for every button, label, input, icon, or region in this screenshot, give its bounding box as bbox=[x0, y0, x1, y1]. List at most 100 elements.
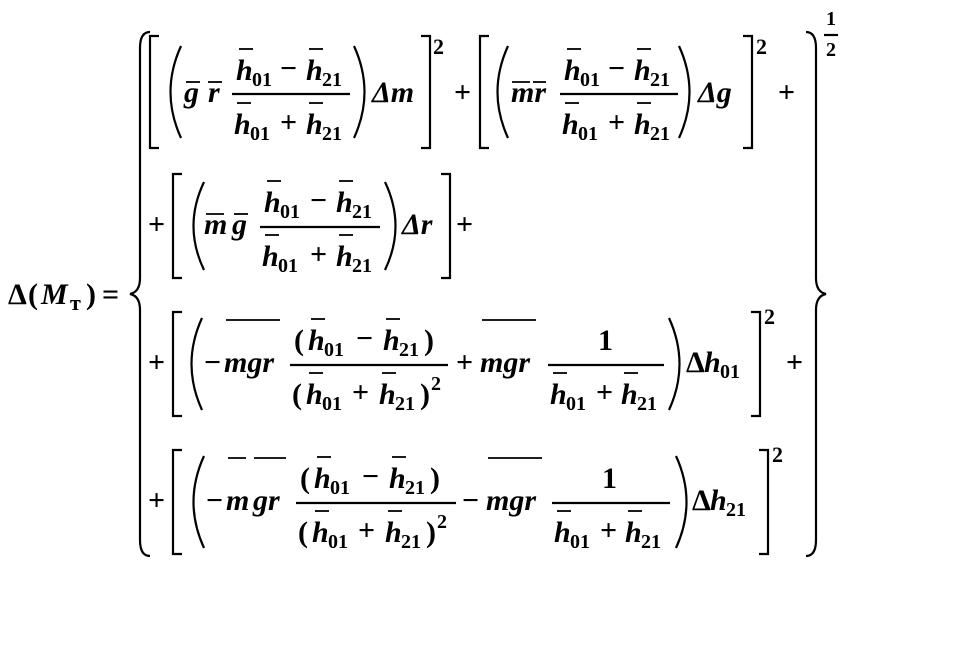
exponent-denominator: 2 bbox=[826, 39, 836, 61]
row3-den-h: h bbox=[306, 378, 323, 411]
row3-right-paren bbox=[667, 317, 681, 411]
right-curly-brace bbox=[805, 30, 827, 558]
row4-one: 1 bbox=[602, 462, 617, 495]
row3b-den-h2: h bbox=[621, 378, 638, 411]
row1-num-sub01: 01 bbox=[252, 69, 272, 91]
row1-trailing-plus: + bbox=[778, 76, 796, 109]
row4b-den-sub01: 01 bbox=[570, 531, 590, 553]
row3-den-h2: h bbox=[379, 378, 396, 411]
row4-minus: − bbox=[206, 484, 224, 517]
row3b-den-sub21: 21 bbox=[637, 393, 657, 415]
row1-den-sub01: 01 bbox=[250, 123, 270, 145]
row3-num-sub01: 01 bbox=[324, 339, 344, 361]
row2-den-sub21: 21 bbox=[352, 255, 372, 277]
row1-term1-right-bracket bbox=[421, 34, 432, 150]
row4-delta-h: h bbox=[710, 484, 727, 517]
row1b-den-h2: h bbox=[634, 108, 651, 141]
row4-den-plus: + bbox=[358, 514, 376, 547]
row2-num-sub21: 21 bbox=[352, 201, 372, 223]
row1b-den-sub01: 01 bbox=[578, 123, 598, 145]
row4-num-h: h bbox=[314, 462, 331, 495]
row1-delta-g: Δg bbox=[698, 76, 732, 109]
row3-delta-sub01: 01 bbox=[720, 361, 740, 383]
row3-delta: Δ bbox=[686, 346, 705, 379]
row3-num-rparen: ) bbox=[424, 324, 434, 357]
row1-delta-m: Δm bbox=[372, 76, 415, 109]
row2-den-sub01: 01 bbox=[278, 255, 298, 277]
row1-term1-left-bracket bbox=[148, 34, 159, 150]
row4-den-rparen: ) bbox=[426, 516, 436, 549]
row3-mid-plus: + bbox=[456, 346, 474, 379]
row1-term2-power: 2 bbox=[756, 34, 767, 59]
row3-den-sub21: 21 bbox=[395, 393, 415, 415]
row3-den-sub01: 01 bbox=[322, 393, 342, 415]
row3-right-bracket bbox=[751, 310, 762, 418]
row4-den-lparen: ( bbox=[298, 516, 308, 549]
row4-mid-minus: − bbox=[462, 484, 480, 517]
row4-den-sub21: 21 bbox=[401, 531, 421, 553]
row4-left-paren bbox=[192, 455, 206, 549]
row1-mr: mr bbox=[511, 76, 547, 109]
lhs-right-paren: ) bbox=[86, 278, 96, 311]
row1-r: r bbox=[208, 76, 220, 109]
row1b-num-sub01: 01 bbox=[580, 69, 600, 91]
row3-left-bracket bbox=[171, 310, 182, 418]
row3-num-lparen: ( bbox=[294, 324, 304, 357]
row3-num-h: h bbox=[308, 324, 325, 357]
row3-power: 2 bbox=[764, 304, 775, 329]
row1-plus: + bbox=[454, 76, 472, 109]
row4b-den-h: h bbox=[554, 516, 571, 549]
row2-num-h: h bbox=[264, 186, 281, 219]
row3-trailing-plus: + bbox=[786, 346, 804, 379]
row1b-num-minus: − bbox=[608, 52, 626, 85]
row1-term2-right-paren bbox=[677, 45, 691, 139]
row4-num-h2: h bbox=[389, 462, 406, 495]
row4-den-h2: h bbox=[385, 516, 402, 549]
row4-gr: gr bbox=[253, 484, 280, 517]
row1-term2-left-paren bbox=[496, 45, 510, 139]
row2-right-paren bbox=[384, 181, 397, 271]
row1-term1-power: 2 bbox=[433, 34, 444, 59]
row1-term2-left-bracket bbox=[478, 34, 489, 150]
row3-delta-h: h bbox=[704, 346, 721, 379]
row2-g: g bbox=[232, 208, 247, 241]
row1-term1-right-paren bbox=[352, 45, 366, 139]
row2-den-h2: h bbox=[336, 240, 353, 273]
lhs-left-paren: ( bbox=[28, 278, 38, 311]
row3-num-h2: h bbox=[383, 324, 400, 357]
row3b-den-sub01: 01 bbox=[566, 393, 586, 415]
row4-num-sub01: 01 bbox=[330, 477, 350, 499]
row4-right-paren bbox=[674, 455, 688, 549]
row1-term2-right-bracket bbox=[743, 34, 754, 150]
row3-left-paren bbox=[190, 317, 204, 411]
row4-right-bracket bbox=[759, 448, 770, 556]
row2-num-sub01: 01 bbox=[280, 201, 300, 223]
row4b-den-sub21: 21 bbox=[641, 531, 661, 553]
row4-delta-sub21: 21 bbox=[726, 499, 746, 521]
row1b-den-plus: + bbox=[608, 106, 626, 139]
row1-num-sub21: 21 bbox=[322, 69, 342, 91]
row1b-num-h: h bbox=[564, 54, 581, 87]
row2-num-minus: − bbox=[310, 184, 328, 217]
row1-num-minus: − bbox=[280, 52, 298, 85]
lhs-subscript: т bbox=[70, 290, 81, 315]
row2-m: m bbox=[204, 208, 228, 241]
row1-den-plus: + bbox=[280, 106, 298, 139]
row1-den-h: h bbox=[234, 108, 251, 141]
row1-den-sub21: 21 bbox=[322, 123, 342, 145]
row3-den-lparen: ( bbox=[292, 378, 302, 411]
row4-num-lparen: ( bbox=[300, 462, 310, 495]
row2-left-paren bbox=[192, 181, 205, 271]
row4-num-minus: − bbox=[362, 460, 380, 493]
row1-num-h: h bbox=[236, 54, 253, 87]
row4-mgr: mgr bbox=[486, 484, 537, 517]
row1b-den-h: h bbox=[562, 108, 579, 141]
row3b-den-plus: + bbox=[596, 376, 614, 409]
row2-trailing-plus: + bbox=[456, 208, 474, 241]
row4-den-power: 2 bbox=[437, 511, 447, 533]
row3-den-power: 2 bbox=[431, 373, 441, 395]
row1-den-h2: h bbox=[306, 108, 323, 141]
row2-right-bracket bbox=[441, 172, 452, 280]
